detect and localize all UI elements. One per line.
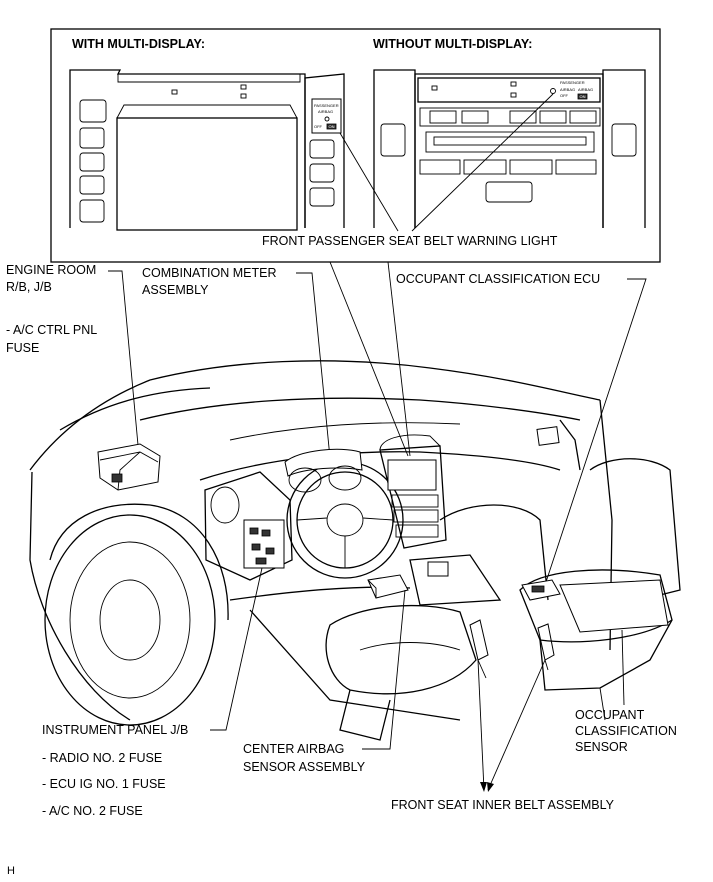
leader-engine-room [108, 270, 139, 446]
corner-mark: H [7, 865, 15, 877]
multi-display-screen [116, 117, 298, 231]
leader-occupant-ecu [545, 278, 647, 583]
indicator-on-text: ON [329, 124, 335, 129]
indicator-airbag-text: AIRBAG [318, 109, 333, 114]
label-occ-sensor-line3: SENSOR [575, 740, 628, 754]
inset-frame [50, 28, 661, 263]
steering-wheel [286, 461, 404, 579]
strip-airbag-text-2: AIRBAG [578, 87, 593, 92]
label-center-airbag-line2: SENSOR ASSEMBLY [243, 760, 366, 774]
center-display [387, 459, 437, 491]
heading-with-multi-display: WITH MULTI-DISPLAY: [72, 37, 205, 51]
label-engine-room-line1: ENGINE ROOM [6, 263, 96, 277]
leader-occ-sensor [621, 629, 625, 706]
label-occupant-ecu: OCCUPANT CLASSIFICATION ECU [396, 272, 600, 286]
occupant-classification-ecu [521, 579, 561, 601]
front-wheel [44, 514, 216, 726]
leader-inner-belt-left [477, 659, 485, 791]
leader-inset-to-stack [329, 261, 409, 457]
combination-meter [284, 448, 363, 493]
label-engine-room-line2: R/B, J/B [6, 280, 52, 294]
center-stack [379, 434, 447, 549]
occupant-classification-sensor-pad [559, 579, 669, 633]
label-center-airbag-line1: CENTER AIRBAG [243, 742, 344, 756]
label-occ-sensor-line2: CLASSIFICATION [575, 724, 677, 738]
strip-seatbelt-icon [550, 88, 556, 94]
indicator-dot [240, 84, 247, 90]
driver-seat [325, 504, 549, 741]
label-ac-fuse: - A/C NO. 2 FUSE [42, 804, 143, 818]
indicator-passenger-text: PASSENGER [314, 103, 339, 108]
indicator-off-text: OFF [314, 124, 323, 129]
arrowhead-left [480, 782, 487, 792]
label-inner-belt: FRONT SEAT INNER BELT ASSEMBLY [391, 798, 615, 812]
strip-on-text: ON [580, 94, 586, 99]
seatbelt-warning-icon [324, 116, 330, 122]
label-ac-ctrl-line1: - A/C CTRL PNL [6, 323, 97, 337]
instrument-panel-jb [204, 471, 293, 581]
label-combination-meter-line1: COMBINATION METER [142, 266, 277, 280]
inset-panel: WITH MULTI-DISPLAY: WITHOUT MULTI-DISPLA… [50, 28, 661, 263]
arrowhead-right [487, 782, 494, 792]
label-ac-ctrl-line2: FUSE [6, 341, 39, 355]
dash-with-multi-display: PASSENGER AIRBAG OFF ON [69, 69, 345, 231]
vehicle-interior-illustration [29, 360, 681, 741]
leader-center-airbag [362, 589, 406, 750]
label-combination-meter-line2: ASSEMBLY [142, 283, 209, 297]
passenger-seat [519, 458, 681, 721]
heading-without-multi-display: WITHOUT MULTI-DISPLAY: [373, 37, 532, 51]
leader-instrument-panel-jb [210, 567, 263, 731]
airbag-indicator-strip [417, 77, 601, 103]
strip-passenger-text: PASSENGER [560, 80, 585, 85]
center-airbag-sensor [367, 574, 409, 599]
leader-inner-belt-right [487, 659, 546, 791]
dash-without-multi-display: PASSENGER AIRBAG AIRBAG OFF ON [373, 69, 646, 228]
label-radio-fuse: - RADIO NO. 2 FUSE [42, 751, 162, 765]
strip-airbag-text: AIRBAG [560, 87, 575, 92]
label-occ-sensor-line1: OCCUPANT [575, 708, 645, 722]
label-ecu-fuse: - ECU IG NO. 1 FUSE [42, 777, 166, 791]
right-speaker [536, 426, 560, 446]
seat-inner-belt-buckles [469, 619, 555, 679]
indicator-dot [240, 93, 247, 99]
label-warning-light: FRONT PASSENGER SEAT BELT WARNING LIGHT [262, 234, 558, 248]
indicator-dot [171, 89, 178, 95]
passenger-airbag-indicator-panel [311, 98, 342, 134]
leader-combination-meter [296, 272, 331, 459]
leader-inset-to-stack-2 [387, 261, 411, 457]
label-instrument-panel-jb: INSTRUMENT PANEL J/B [42, 723, 188, 737]
engine-room-relay-box [97, 443, 161, 491]
strip-off-text: OFF [560, 93, 569, 98]
